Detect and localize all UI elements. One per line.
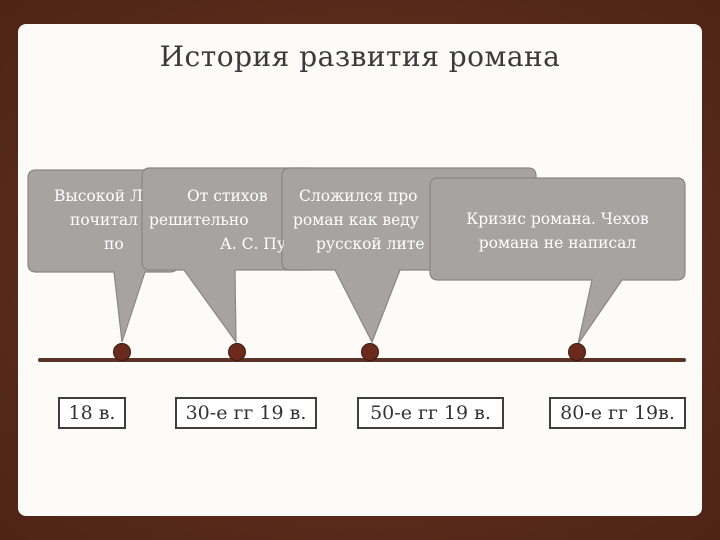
timeline-axis — [38, 358, 686, 362]
period-label-1: 18 в. — [58, 397, 126, 429]
page-title: История развития романа — [159, 40, 561, 73]
callout-shape-4 — [429, 177, 686, 345]
callout-4-line-1: Кризис романа. Чехов — [466, 210, 649, 228]
timeline-marker-2 — [228, 343, 246, 361]
timeline-marker-4 — [568, 343, 586, 361]
period-label-4: 80-е гг 19в. — [549, 397, 686, 429]
timeline-marker-1 — [113, 343, 131, 361]
callout-3-line-3: русской лите — [316, 235, 425, 253]
callout-text-1: Высокой Л почитал по — [28, 184, 178, 256]
callout-1-line-2: почитал — [70, 211, 138, 229]
callout-2-line-1: От стихов — [187, 187, 268, 205]
callout-3-line-1: Сложился про — [299, 187, 418, 205]
period-label-2: 30-е гг 19 в. — [175, 397, 317, 429]
callout-text-3: Сложился про роман как веду русской лите — [282, 184, 430, 256]
callout-3-line-2: роман как веду — [293, 211, 419, 229]
callout-2-line-2: решительно — [149, 211, 249, 229]
callout-text-2: От стихов решительно А. С. Пу — [142, 184, 284, 256]
timeline-marker-3 — [361, 343, 379, 361]
callout-1-line-3: по — [104, 235, 124, 253]
period-label-3: 50-е гг 19 в. — [357, 397, 504, 429]
callout-1-line-1: Высокой Л — [54, 187, 143, 205]
callout-2-line-3: А. С. Пу — [220, 235, 284, 253]
callout-4-line-2: романа не написал — [478, 234, 637, 252]
callout-text-4: Кризис романа. Чехов романа не написал — [430, 207, 685, 255]
